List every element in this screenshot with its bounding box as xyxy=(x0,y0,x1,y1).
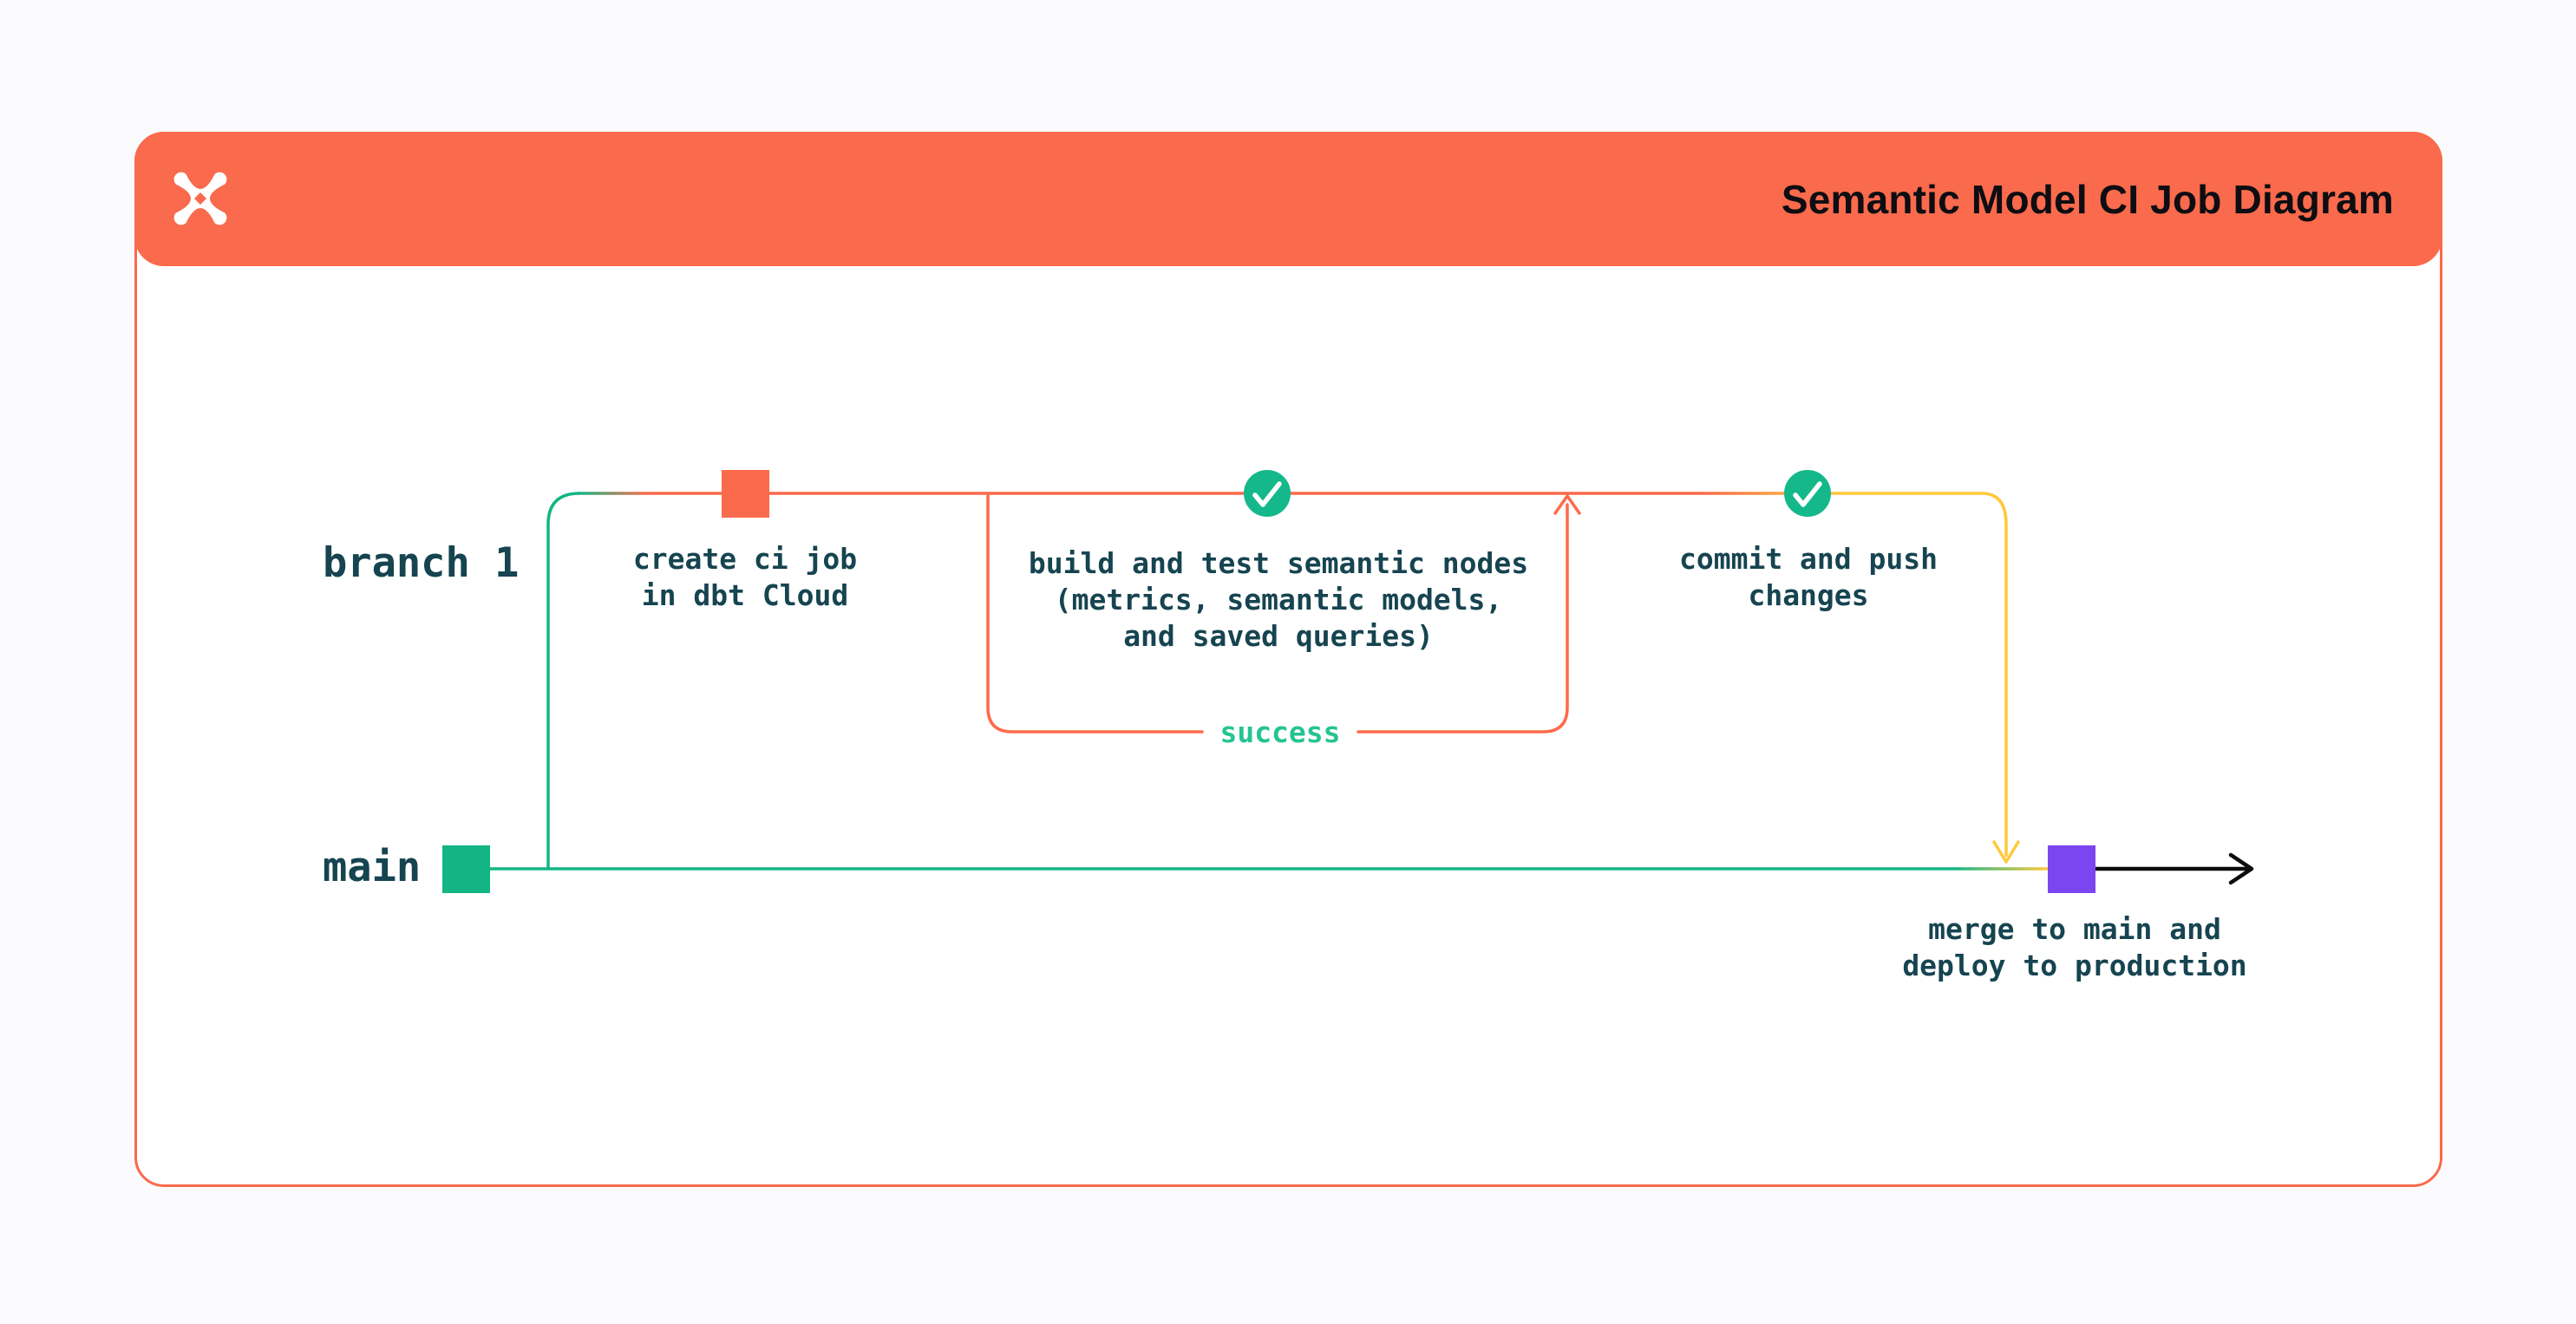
arrow-up-icon xyxy=(1553,494,1581,515)
branch-label-main: main xyxy=(323,844,422,891)
label-success: success xyxy=(1219,715,1341,749)
arrow-right-icon xyxy=(2228,852,2254,885)
success-loop-left xyxy=(986,493,1204,734)
branch1-fork-line xyxy=(546,492,580,869)
check-icon xyxy=(1244,470,1291,517)
main-commit-node xyxy=(442,845,490,893)
success-loop-right xyxy=(1357,503,1569,734)
arrow-down-icon xyxy=(1992,840,2020,864)
label-build-and-test: build and test semantic nodes (metrics, … xyxy=(1028,546,1529,653)
create-ci-commit-node xyxy=(722,470,769,518)
header-bar: Semantic Model CI Job Diagram xyxy=(134,132,2442,266)
label-merge-to-main: merge to main and deploy to production xyxy=(1902,912,2247,982)
merge-commit-node xyxy=(2048,845,2095,893)
branch-label-branch1: branch 1 xyxy=(323,539,520,587)
page-title: Semantic Model CI Job Diagram xyxy=(1781,176,2394,222)
dbt-logo-icon xyxy=(173,172,227,225)
merge-drop-line xyxy=(1981,492,2008,857)
diagram-card: Semantic Model CI Job Diagram xyxy=(134,132,2442,1187)
label-commit-and-push: commit and push changes xyxy=(1678,542,1938,612)
label-create-ci-job: create ci job in dbt Cloud xyxy=(632,542,858,612)
check-icon xyxy=(1784,470,1831,517)
